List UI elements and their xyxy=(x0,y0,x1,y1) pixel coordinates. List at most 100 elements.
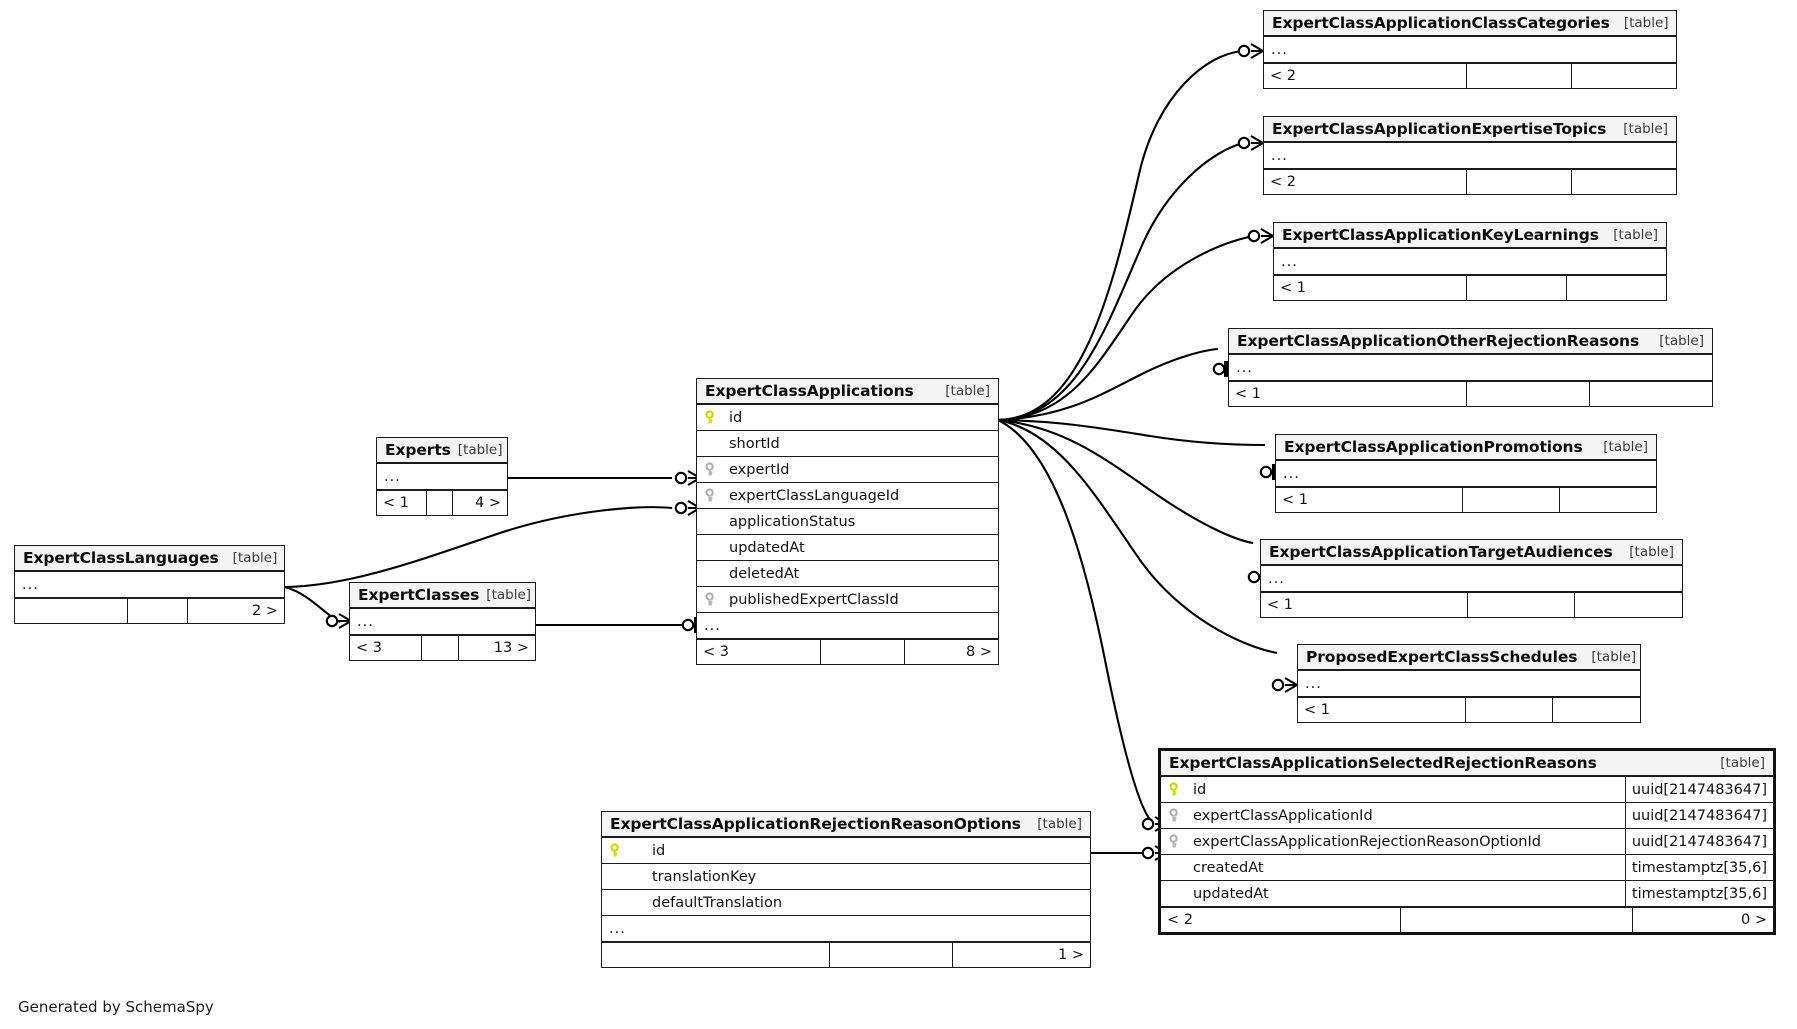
table-tag: [table] xyxy=(1037,816,1082,832)
table-tag: [table] xyxy=(1603,439,1648,455)
table-expert-class-application-other-rejection-reasons[interactable]: ExpertClassApplicationOtherRejectionReas… xyxy=(1228,328,1713,407)
table-footer: < 2 xyxy=(1264,63,1676,88)
column-name: expertClassApplicationRejectionReasonOpt… xyxy=(1193,833,1541,850)
table-header: ProposedExpertClassSchedules [table] xyxy=(1298,645,1640,671)
table-tag: [table] xyxy=(1623,15,1669,31)
gray-key-icon xyxy=(704,591,720,608)
column-name: createdAt xyxy=(1193,859,1264,876)
column-row[interactable]: expertClassApplicationId uuid[2147483647… xyxy=(1161,803,1773,829)
table-expert-class-application-class-categories[interactable]: ExpertClassApplicationClassCategories [t… xyxy=(1263,10,1677,89)
table-footer: < 1 xyxy=(1298,697,1640,722)
footer-middle xyxy=(1401,908,1633,932)
footer-middle xyxy=(427,491,453,515)
column-row[interactable]: defaultTranslation xyxy=(602,890,1090,916)
more-indicator: ... xyxy=(1305,675,1322,692)
table-expert-classes[interactable]: ExpertClasses [table] ... < 3 13 > xyxy=(349,582,536,661)
column-name: id xyxy=(729,409,743,426)
footer-parents: < 2 xyxy=(1264,170,1467,194)
footer-children: 8 > xyxy=(966,644,992,660)
column-row[interactable]: applicationStatus xyxy=(697,509,998,535)
footer-parents xyxy=(602,943,830,967)
column-row[interactable]: updatedAt xyxy=(697,535,998,561)
footer-middle xyxy=(830,943,953,967)
column-row[interactable]: id xyxy=(602,838,1090,864)
table-header: ExpertClassApplicationClassCategories [t… xyxy=(1264,11,1676,37)
footer-children: 13 > xyxy=(493,640,529,656)
table-expert-class-application-expertise-topics[interactable]: ExpertClassApplicationExpertiseTopics [t… xyxy=(1263,116,1677,195)
table-header: ExpertClassApplicationOtherRejectionReas… xyxy=(1229,329,1712,355)
footer-parents: < 1 xyxy=(1298,698,1466,722)
table-header: ExpertClassApplicationExpertiseTopics [t… xyxy=(1264,117,1676,143)
table-expert-class-application-promotions[interactable]: ExpertClassApplicationPromotions [table]… xyxy=(1275,434,1657,513)
table-title: ExpertClassApplicationSelectedRejectionR… xyxy=(1169,754,1597,772)
more-indicator: ... xyxy=(609,920,626,937)
column-row[interactable]: id uuid[2147483647] xyxy=(1161,777,1773,803)
footer-children xyxy=(1572,64,1676,88)
table-footer: < 2 0 > xyxy=(1161,907,1773,932)
footer-parents: < 1 xyxy=(1274,276,1467,300)
table-tag: [table] xyxy=(1623,121,1668,137)
footer-parents xyxy=(15,599,128,623)
column-row[interactable]: expertClassApplicationRejectionReasonOpt… xyxy=(1161,829,1773,855)
column-name: translationKey xyxy=(652,868,757,885)
table-experts[interactable]: Experts [table] ... < 1 4 > xyxy=(376,437,508,516)
column-name: applicationStatus xyxy=(729,513,856,530)
footer-parents: < 1 xyxy=(1261,593,1468,617)
table-title: ExpertClassApplicationKeyLearnings xyxy=(1282,226,1599,244)
table-expert-class-languages[interactable]: ExpertClassLanguages [table] ... 2 > xyxy=(14,545,285,624)
more-indicator: ... xyxy=(1271,147,1288,164)
footer-parents: < 2 xyxy=(1161,908,1401,932)
footer-children xyxy=(1572,170,1676,194)
yellow-key-icon xyxy=(704,409,720,426)
gray-key-icon xyxy=(704,487,720,504)
column-row[interactable]: updatedAt timestamptz[35,6] xyxy=(1161,881,1773,907)
column-type: uuid[2147483647] xyxy=(1624,803,1773,828)
table-header: ExpertClassApplications [table] xyxy=(697,379,998,405)
footer-middle xyxy=(1467,276,1567,300)
more-indicator: ... xyxy=(384,468,401,485)
footer-middle xyxy=(821,640,905,664)
more-indicator: ... xyxy=(1283,465,1300,482)
table-title: ExpertClassLanguages xyxy=(23,549,219,567)
column-name: id xyxy=(652,842,666,859)
column-type: uuid[2147483647] xyxy=(1624,829,1773,854)
table-proposed-expert-class-schedules[interactable]: ProposedExpertClassSchedules [table] ...… xyxy=(1297,644,1641,723)
more-columns-row: ... xyxy=(697,613,998,639)
more-columns-row: ... xyxy=(1298,671,1640,697)
table-tag: [table] xyxy=(1659,333,1704,349)
table-footer: < 1 xyxy=(1274,275,1666,300)
column-row[interactable]: publishedExpertClassId xyxy=(697,587,998,613)
column-row[interactable]: createdAt timestamptz[35,6] xyxy=(1161,855,1773,881)
table-title: ExpertClasses xyxy=(358,586,480,604)
column-row[interactable]: translationKey xyxy=(602,864,1090,890)
table-title: ExpertClassApplicationOtherRejectionReas… xyxy=(1237,332,1640,350)
table-header: ExpertClassLanguages [table] xyxy=(15,546,284,572)
column-row[interactable]: shortId xyxy=(697,431,998,457)
table-footer: < 2 xyxy=(1264,169,1676,194)
table-header: ExpertClassApplicationKeyLearnings [tabl… xyxy=(1274,223,1666,249)
table-title: ExpertClassApplicationPromotions xyxy=(1284,438,1583,456)
footer-children xyxy=(1590,382,1712,406)
footer-parents: < 3 xyxy=(350,636,422,660)
footer-parents: < 1 xyxy=(1229,382,1467,406)
footer-middle xyxy=(1466,698,1553,722)
gray-key-icon xyxy=(1168,833,1184,850)
table-expert-class-application-target-audiences[interactable]: ExpertClassApplicationTargetAudiences [t… xyxy=(1260,539,1683,618)
column-row[interactable]: deletedAt xyxy=(697,561,998,587)
column-row[interactable]: expertClassLanguageId xyxy=(697,483,998,509)
column-name: expertClassApplicationId xyxy=(1193,807,1373,824)
table-header: Experts [table] xyxy=(377,438,507,464)
table-expert-class-application-rejection-reason-options[interactable]: ExpertClassApplicationRejectionReasonOpt… xyxy=(601,811,1091,968)
table-expert-class-application-key-learnings[interactable]: ExpertClassApplicationKeyLearnings [tabl… xyxy=(1273,222,1667,301)
table-expert-class-application-selected-rejection-reasons[interactable]: ExpertClassApplicationSelectedRejectionR… xyxy=(1158,748,1776,935)
column-name: updatedAt xyxy=(1193,885,1269,902)
footer-middle xyxy=(422,636,459,660)
table-title: ExpertClassApplicationTargetAudiences xyxy=(1269,543,1613,561)
column-row[interactable]: id xyxy=(697,405,998,431)
column-row[interactable]: expertId xyxy=(697,457,998,483)
table-tag: [table] xyxy=(457,442,503,458)
table-title: ExpertClassApplicationRejectionReasonOpt… xyxy=(610,815,1021,833)
column-name: shortId xyxy=(729,435,780,452)
table-footer: < 1 xyxy=(1229,381,1712,406)
table-expert-class-applications[interactable]: ExpertClassApplications [table] id short… xyxy=(696,378,999,665)
